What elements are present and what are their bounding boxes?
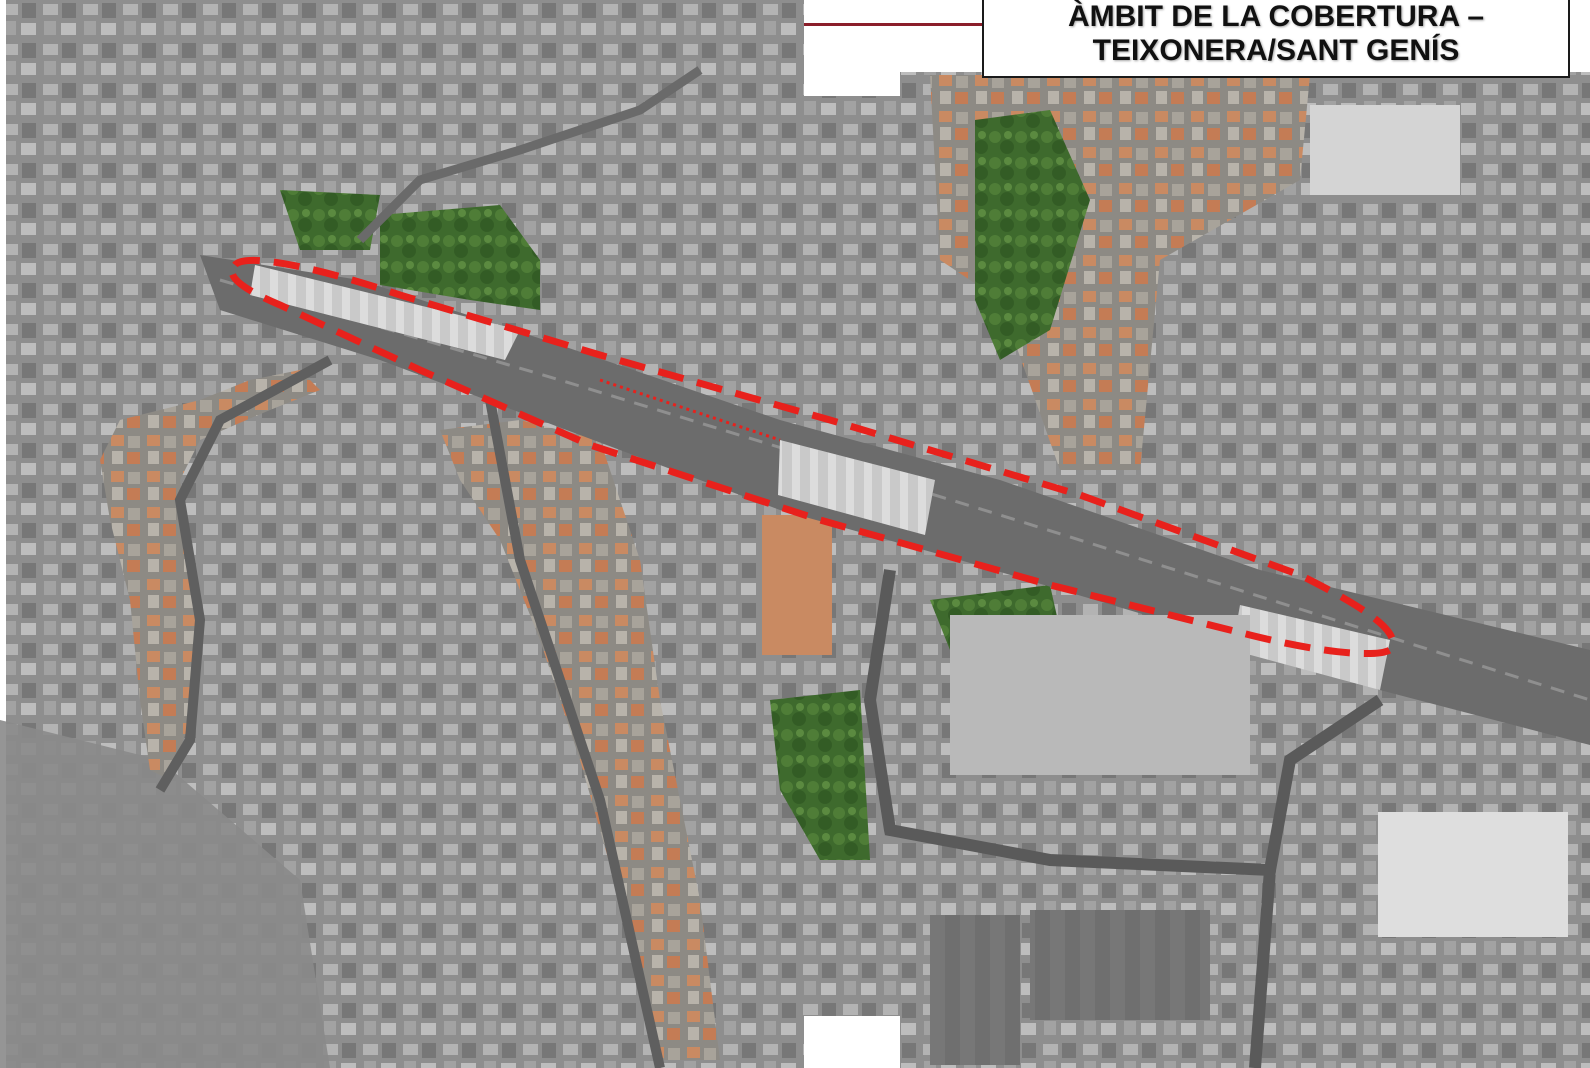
mosaic-gutter-bottom (804, 1016, 900, 1068)
title-line-1: ÀMBIT DE LA COBERTURA – (1067, 0, 1485, 33)
mosaic-gutter-mid (804, 72, 900, 96)
sports-field-2 (1030, 910, 1210, 1020)
color-block-south-center (762, 515, 832, 655)
hillside-lower-left (0, 720, 330, 1068)
warehouse-roof (1378, 812, 1568, 937)
road-south-link (1249, 869, 1276, 1068)
coverage-scope-outline (228, 256, 1397, 658)
road-central-avenue (485, 399, 665, 1068)
roof-cover-west (250, 265, 520, 360)
roof-cover-center (778, 440, 935, 535)
color-strip-west-curve (100, 370, 320, 780)
stadium-roof (1310, 105, 1460, 195)
vegetation-west-hill (280, 190, 380, 250)
road-north-hill (356, 66, 703, 244)
vegetation-south-slope (770, 690, 870, 860)
parking-lot (950, 615, 1250, 775)
title-line-2: TEIXONERA/SANT GENÍS (1092, 34, 1460, 67)
sports-field-1 (930, 915, 1020, 1065)
road-interchange-loop (863, 569, 1384, 877)
vegetation-east-strip (975, 110, 1090, 360)
header-rule (804, 23, 982, 26)
mosaic-gutter-left (0, 0, 6, 1068)
road-west-curve (155, 355, 333, 793)
vegetation-north-park (380, 205, 540, 310)
title-box: ÀMBIT DE LA COBERTURA – TEIXONERA/SANT G… (982, 0, 1570, 78)
roof-cover-east (1232, 605, 1390, 690)
